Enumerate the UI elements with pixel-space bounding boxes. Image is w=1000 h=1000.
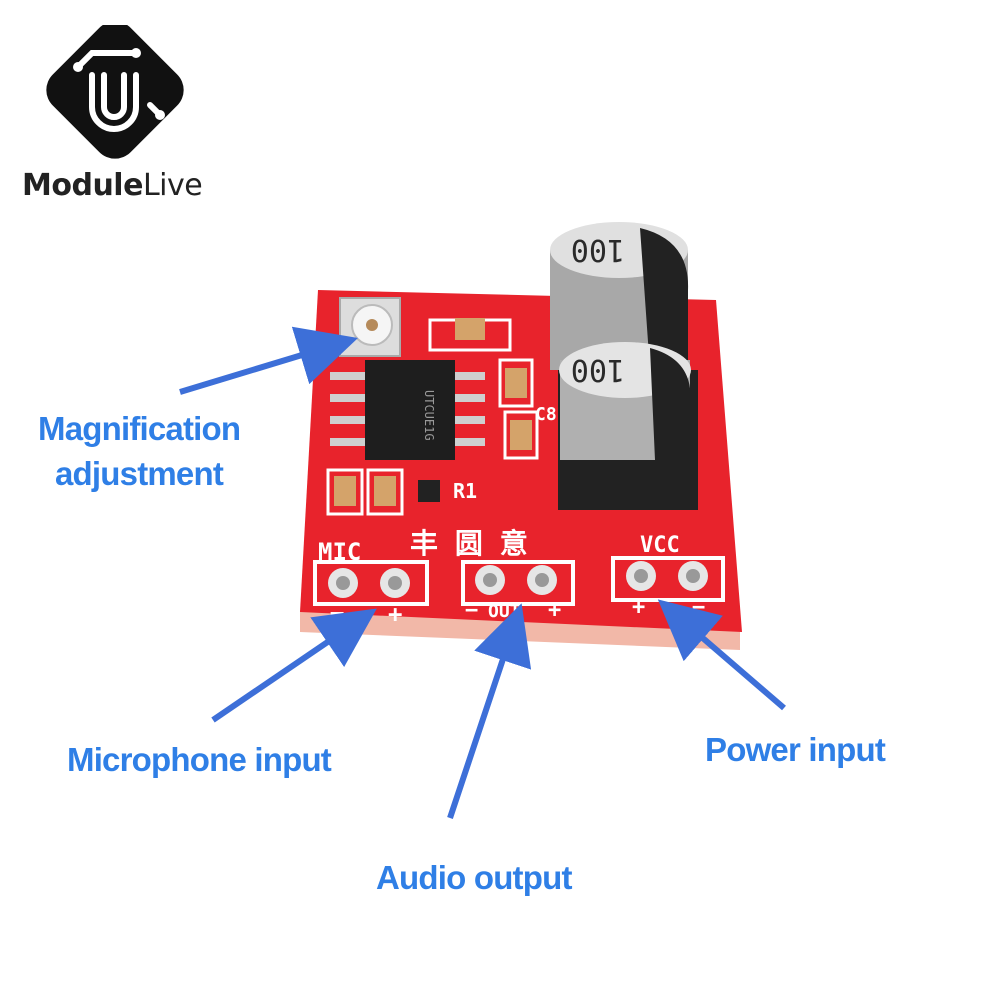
label-microphone-input: Microphone input <box>67 741 332 778</box>
smd-capacitor-c6 <box>428 318 512 352</box>
label-power-input: Power input <box>705 731 886 768</box>
capacitor-2-rating: 100 <box>571 352 625 387</box>
out-header <box>461 560 575 606</box>
potentiometer <box>339 297 401 357</box>
silk-vcc-minus: − <box>692 595 705 620</box>
silk-r1: R1 <box>453 479 477 503</box>
silk-vcc: VCC <box>640 533 680 558</box>
label-magnification-line1: Magnification <box>38 410 241 447</box>
silk-out-minus: − <box>465 598 478 623</box>
brand-name: ModuleLive <box>22 168 203 203</box>
silk-out-plus: + <box>548 598 561 623</box>
silk-chinese: 丰 圆 意 <box>410 527 528 560</box>
silk-mic-minus: − <box>330 599 344 627</box>
label-audio-output: Audio output <box>376 859 572 896</box>
brand-light: Live <box>142 168 203 203</box>
mic-header <box>313 560 429 606</box>
arrow-microphone <box>211 608 377 723</box>
label-magnification-line2: adjustment <box>55 455 224 492</box>
brand-bold: Module <box>22 168 143 203</box>
silk-vcc-plus: + <box>632 595 645 620</box>
lm386-chip: UTCUE1G <box>330 360 485 460</box>
capacitor-1-rating: 100 <box>571 232 625 267</box>
silk-mic-plus: + <box>388 600 402 628</box>
smd-components <box>334 368 532 506</box>
silk-c8: C8 <box>535 404 557 425</box>
chip-label: UTCUE1G <box>422 390 436 441</box>
module-live-logo-icon <box>46 25 184 159</box>
electrolytic-capacitor-2 <box>558 342 698 510</box>
arrow-power <box>657 599 786 711</box>
arrow-magnification <box>179 326 358 395</box>
arrow-audio <box>447 603 532 819</box>
